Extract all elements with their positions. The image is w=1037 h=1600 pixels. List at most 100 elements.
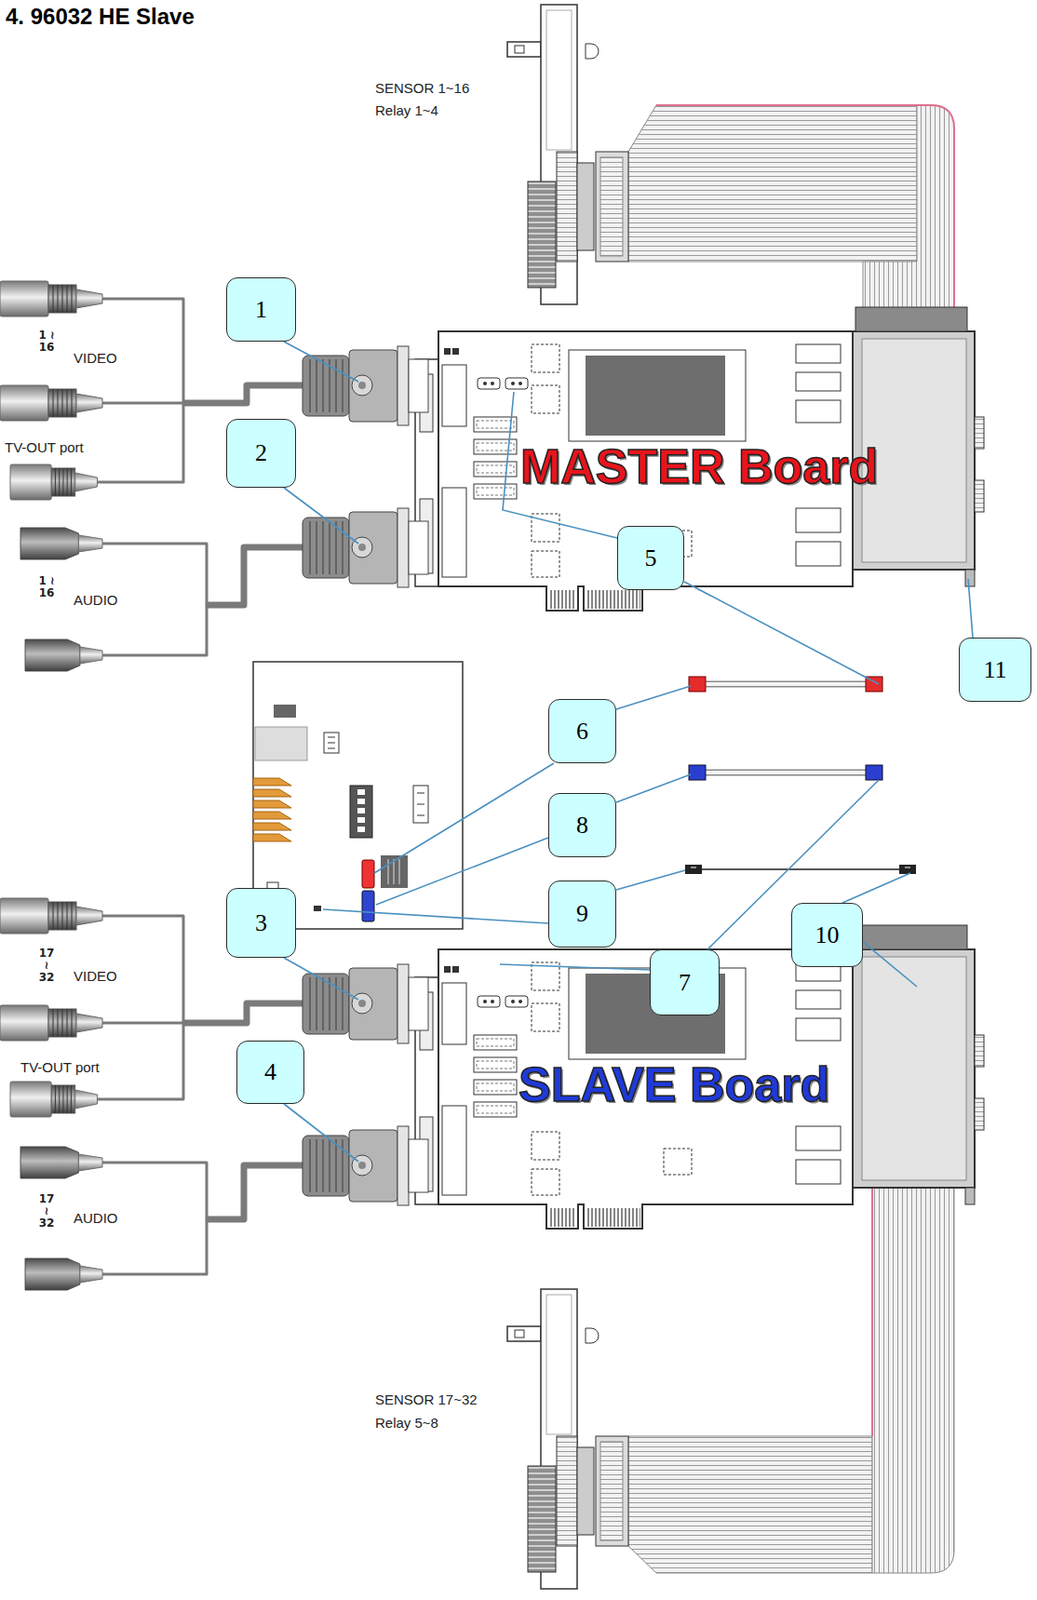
callout-number: 10 [815,921,840,950]
rca-plugs [0,898,103,934]
port-label: Relay 1~4 [375,102,439,119]
rca-plugs [0,281,103,1291]
callout-box: 6 [548,699,617,764]
master-board-drawing [302,307,984,611]
rca-plugs [20,527,103,560]
sync-board [357,817,365,823]
leader-line [283,341,359,382]
sync-board [357,798,365,805]
sync-board [362,890,375,922]
leader-line [616,774,691,803]
sync-board [362,860,375,889]
leader-line [862,942,917,987]
leader-line [842,873,911,903]
ribbon-cable [628,1436,873,1574]
rca-plugs [25,1258,103,1291]
rca-plugs [20,1146,103,1179]
port-label: TV-OUT port [20,1059,100,1076]
link-cable [703,682,868,687]
link-cable [865,765,883,781]
port-label: VIDEO [73,968,118,984]
rca-plugs [10,1081,98,1118]
sync-board [327,737,336,749]
sync-board [253,800,292,809]
sensor-board [507,1289,629,1590]
av-cable [206,1165,303,1220]
ribbon-cable [862,105,955,317]
rca-plugs [0,1005,103,1041]
ribbon-cable [628,105,917,262]
sync-board [255,727,308,761]
sync-board [253,811,292,820]
channel-range: 1 ≀ 16 [37,575,56,600]
channel-range: 17 ≀ 32 [37,1193,56,1231]
link-cable [688,676,706,692]
link-cable [703,769,868,777]
callout-box: 2 [226,418,297,488]
callout-number: 8 [576,811,589,840]
leader-line [684,581,879,685]
callout-box: 10 [791,902,863,968]
rca-plugs [25,639,103,672]
leader-line [283,341,973,1162]
rca-plugs [0,385,103,421]
sync-board [253,778,292,786]
sync-board [417,793,425,816]
link-cable [899,864,916,875]
callout-number: 5 [645,544,658,573]
callout-box: 4 [236,1040,305,1105]
leader-line [376,837,549,905]
leader-line [283,487,359,544]
sync-board [323,732,339,754]
callout-box: 8 [548,793,617,858]
sensor-board [507,4,629,305]
slave-board-drawing [302,925,984,1229]
sync-board [253,778,292,842]
callout-box: 1 [226,277,297,342]
sync-board [350,785,373,838]
link-cable [703,770,868,775]
av-cable [96,915,184,1100]
callout-box: 9 [548,880,617,948]
av-cable [96,298,184,483]
callout-number: 11 [983,656,1007,685]
link-cable [688,765,706,781]
callout-box: 5 [617,525,685,591]
rca-plugs [0,281,103,317]
callout-number: 2 [255,439,268,468]
sync-board [357,808,365,814]
callout-number: 3 [255,909,268,938]
leader-line [499,964,650,970]
sync-board [357,789,365,833]
leader-line [283,957,359,1000]
sync-board [413,785,429,823]
av-cable [183,385,303,404]
ribbon-cable [656,105,955,308]
callout-number: 9 [576,900,589,929]
port-label: AUDIO [73,592,119,608]
board-label: SLAVE Board [518,1057,830,1114]
link-cable [690,867,911,869]
sync-board [273,704,297,718]
port-label: SENSOR 17~32 [375,1391,478,1408]
callout-box: 11 [958,637,1032,702]
leader-line [616,870,686,890]
leader-line [968,579,973,638]
link-cable [703,681,868,688]
callout-box: 7 [649,949,720,1016]
sync-board [253,834,292,842]
callout-number: 4 [264,1058,277,1087]
leader-line [283,1104,359,1162]
av-cable [102,1162,207,1275]
sync-board [313,905,322,912]
link-cable [700,868,902,871]
sync-board [253,822,292,831]
port-label: VIDEO [73,350,118,366]
circuit-board: MASTER Board [438,331,975,587]
sync-board [253,789,292,797]
av-cable [102,543,207,656]
callout-number: 1 [255,296,268,324]
leader-line [616,686,691,710]
port-label: TV-OUT port [4,439,84,456]
